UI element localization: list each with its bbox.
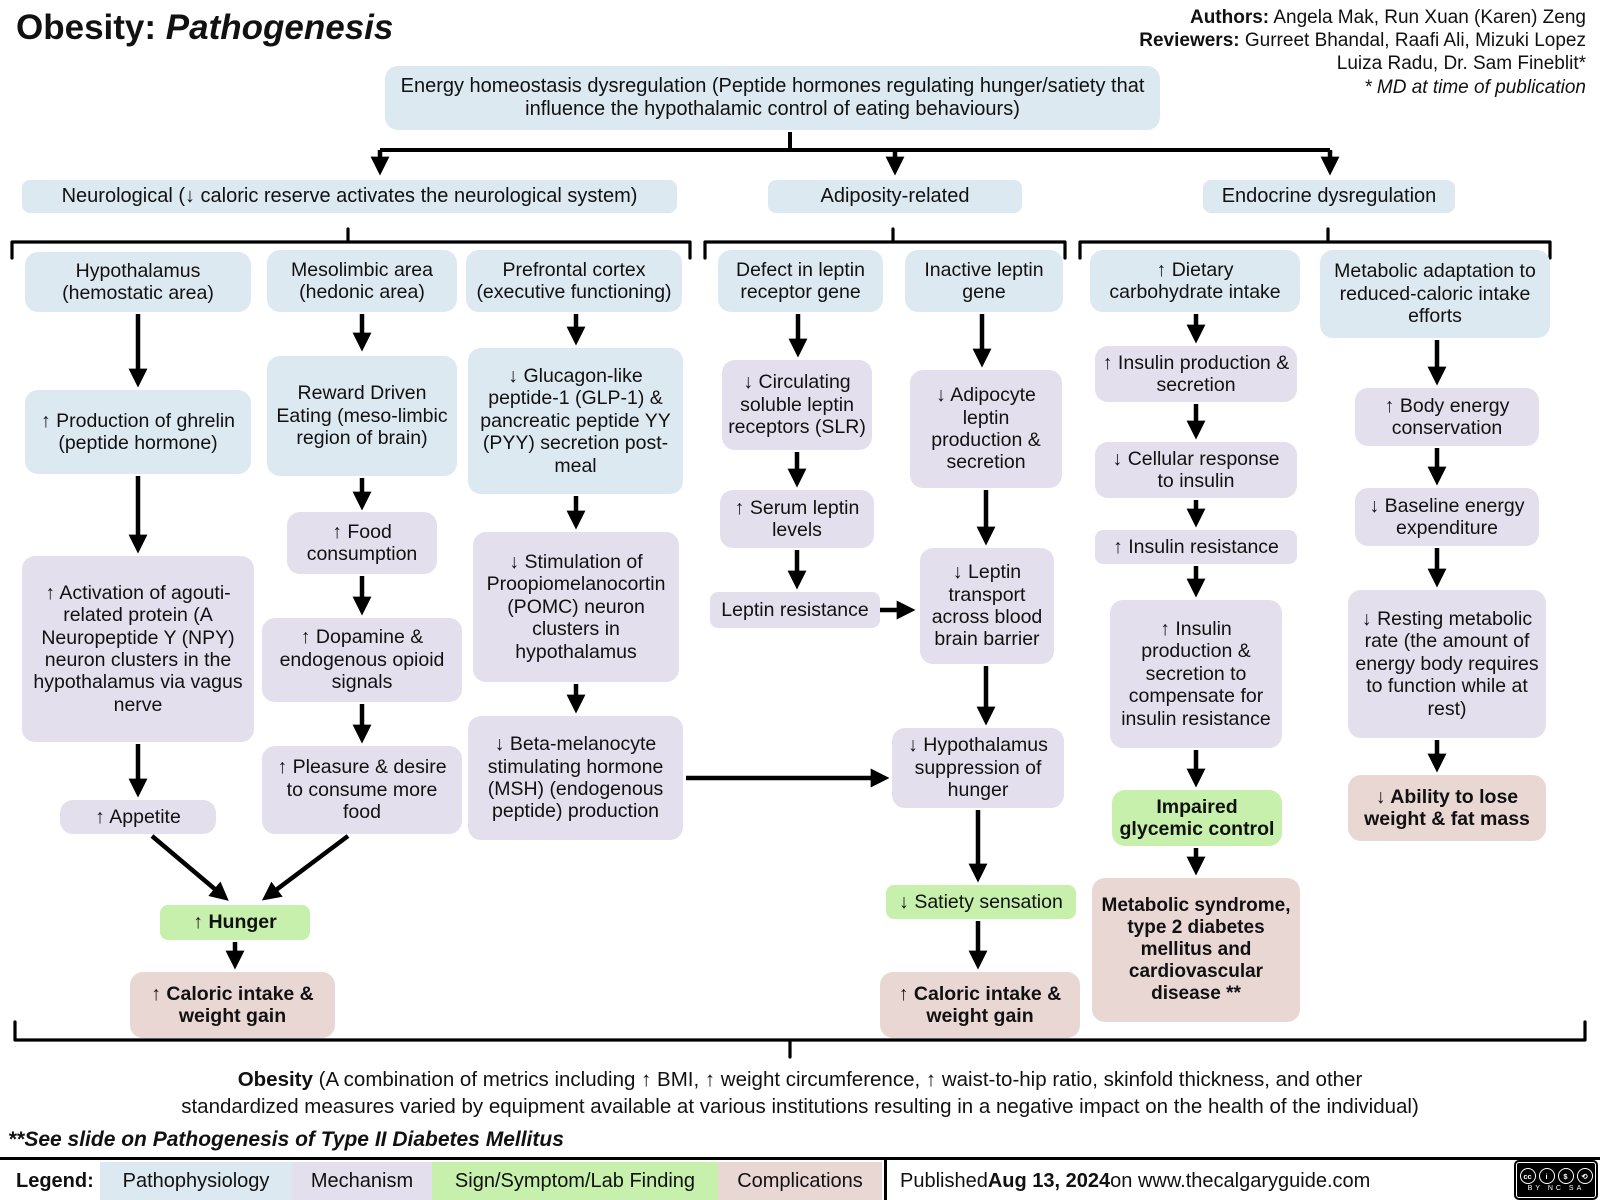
node-serum-leptin: ↑ Serum leptin levels — [720, 490, 874, 548]
node-appetite: ↑ Appetite — [60, 800, 216, 834]
legend-divider — [884, 1157, 887, 1200]
node-hypothalamus-suppression: ↓ Hypothalamus suppression of hunger — [892, 728, 1064, 808]
node-insulin-resistance: ↑ Insulin resistance — [1095, 530, 1297, 564]
node-reward-driven-eating: Reward Driven Eating (meso-limbic region… — [267, 356, 457, 476]
node-metabolic-adaptation: Metabolic adaptation to reduced-caloric … — [1320, 250, 1550, 338]
node-hunger: ↑ Hunger — [160, 905, 310, 940]
node-slr: ↓ Circulating soluble leptin receptors (… — [722, 360, 872, 450]
node-root-energy-homeostasis: Energy homeostasis dysregulation (Peptid… — [385, 66, 1160, 130]
node-leptin-resistance: Leptin resistance — [710, 592, 880, 628]
legend-label: Legend: — [16, 1169, 94, 1192]
legend-pathophysiology: Pathophysiology — [100, 1162, 292, 1200]
node-metabolic-syndrome: Metabolic syndrome, type 2 diabetes mell… — [1092, 878, 1300, 1022]
legend-mechanism: Mechanism — [292, 1162, 432, 1200]
category-adiposity: Adiposity-related — [768, 180, 1022, 213]
node-pomc: ↓ Stimulation of Proopiomelanocortin (PO… — [473, 532, 679, 682]
cc-license-badge: cc i $ ⟲ BY NC SA — [1514, 1160, 1598, 1200]
page-title: Obesity: Pathogenesis — [16, 8, 394, 47]
node-ghrelin: ↑ Production of ghrelin (peptide hormone… — [25, 390, 251, 474]
published-line: Published Aug 13, 2024 on www.thecalgary… — [900, 1169, 1371, 1192]
node-insulin-compensate: ↑ Insulin production & secretion to comp… — [1110, 600, 1282, 748]
node-dietary-carbohydrate: ↑ Dietary carbohydrate intake — [1090, 250, 1300, 312]
node-adipocyte-leptin: ↓ Adipocyte leptin production & secretio… — [910, 370, 1062, 488]
reviewers-line-2: Luiza Radu, Dr. Sam Fineblit* — [1336, 53, 1586, 75]
node-pleasure: ↑ Pleasure & desire to consume more food — [262, 746, 462, 834]
reviewers-line: Reviewers: Gurreet Bhandal, Raafi Ali, M… — [1139, 30, 1586, 52]
cc-icon: cc — [1519, 1168, 1536, 1184]
node-insulin-production: ↑ Insulin production & secretion — [1095, 346, 1297, 402]
obesity-definition-line2: standardized measures varied by equipmen… — [181, 1095, 1419, 1119]
node-leptin-transport: ↓ Leptin transport across blood brain ba… — [920, 548, 1054, 664]
node-baseline-energy: ↓ Baseline energy expenditure — [1355, 488, 1539, 546]
node-cellular-response: ↓ Cellular response to insulin — [1095, 442, 1297, 498]
node-glp1-pyy: ↓ Glucagon-like peptide-1 (GLP-1) & panc… — [468, 348, 683, 494]
node-resting-metabolic-rate: ↓ Resting metabolic rate (the amount of … — [1348, 590, 1546, 738]
node-hypothalamus: Hypothalamus (hemostatic area) — [25, 252, 251, 312]
node-caloric-intake-left: ↑ Caloric intake & weight gain — [130, 972, 335, 1038]
node-impaired-glycemic: Impaired glycemic control — [1112, 790, 1282, 846]
cc-sa-icon: ⟲ — [1576, 1168, 1593, 1184]
credits-block: Authors: Angela Mak, Run Xuan (Karen) Ze… — [1139, 6, 1586, 99]
node-dopamine: ↑ Dopamine & endogenous opioid signals — [262, 618, 462, 702]
cc-icons-row: cc i $ ⟲ — [1518, 1168, 1594, 1184]
category-endocrine: Endocrine dysregulation — [1203, 180, 1455, 213]
category-neurological: Neurological (↓ caloric reserve activate… — [22, 180, 677, 213]
authors-line: Authors: Angela Mak, Run Xuan (Karen) Ze… — [1189, 7, 1586, 28]
obesity-definition: Obesity (A combination of metrics includ… — [0, 1066, 1600, 1120]
node-caloric-intake-right: ↑ Caloric intake & weight gain — [880, 972, 1080, 1038]
node-defect-leptin-receptor: Defect in leptin receptor gene — [718, 250, 883, 312]
cc-badge-text: BY NC SA — [1527, 1185, 1585, 1192]
cc-by-icon: i — [1538, 1168, 1555, 1184]
legend-complications: Complications — [718, 1162, 882, 1200]
node-satiety: ↓ Satiety sensation — [886, 885, 1076, 919]
legend-separator — [0, 1157, 1600, 1160]
node-ability-lose-weight: ↓ Ability to lose weight & fat mass — [1348, 775, 1546, 841]
node-food-consumption: ↑ Food consumption — [287, 512, 437, 574]
node-msh: ↓ Beta-melanocyte stimulating hormone (M… — [468, 716, 683, 840]
node-prefrontal: Prefrontal cortex (executive functioning… — [466, 250, 682, 312]
obesity-definition-line1: Obesity (A combination of metrics includ… — [237, 1068, 1363, 1091]
node-body-energy-conservation: ↑ Body energy conservation — [1355, 388, 1539, 446]
md-note: * MD at time of publication — [1364, 76, 1586, 98]
node-agouti: ↑ Activation of agouti-related protein (… — [22, 556, 254, 742]
cc-nc-icon: $ — [1557, 1168, 1574, 1184]
node-inactive-leptin-gene: Inactive leptin gene — [905, 250, 1063, 312]
node-mesolimbic: Mesolimbic area (hedonic area) — [267, 250, 457, 312]
legend-sign-symptom: Sign/Symptom/Lab Finding — [432, 1162, 718, 1200]
diabetes-slide-note: **See slide on Pathogenesis of Type II D… — [8, 1128, 564, 1151]
